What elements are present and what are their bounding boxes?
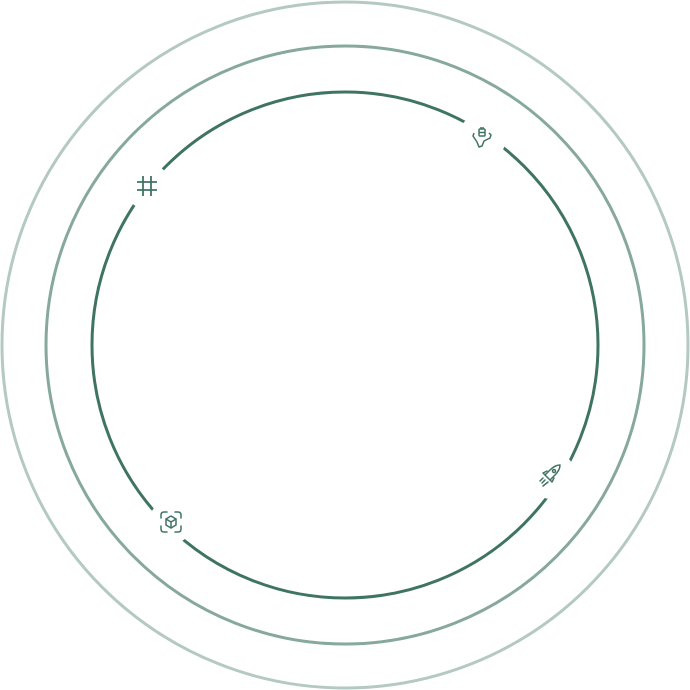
inner-ring [90,90,600,600]
middle-ring [44,44,646,646]
cube-scan-icon[interactable] [160,511,182,533]
bitcoin-hand-icon[interactable] [472,127,492,148]
rocket-icon[interactable] [539,464,561,487]
hash-icon[interactable] [137,176,157,196]
